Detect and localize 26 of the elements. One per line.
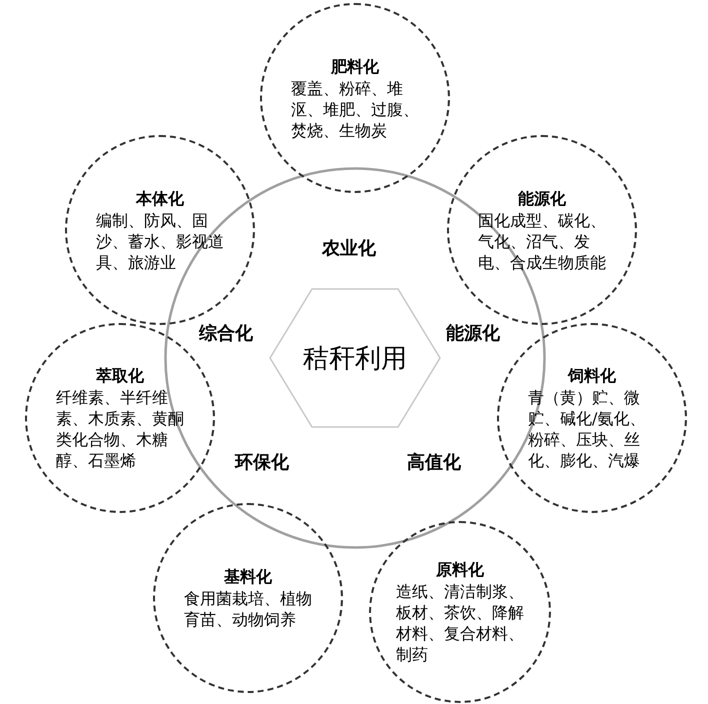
dashed-circle — [153, 503, 343, 693]
direction-label: 环保化 — [235, 451, 289, 474]
category-heading: 原料化 — [436, 559, 484, 581]
category-description: 固化成型、碳化、气化、沼气、发电、合成生物质能 — [478, 210, 606, 272]
category-heading: 能源化 — [518, 188, 566, 210]
category-heading: 基料化 — [224, 566, 272, 588]
dashed-circle — [260, 3, 450, 193]
category-description: 造纸、清洁制浆、板材、茶饮、降解材料、复合材料、制药 — [396, 581, 524, 665]
category-heading: 本体化 — [136, 188, 184, 210]
hexagon — [269, 288, 441, 428]
direction-label: 综合化 — [199, 322, 253, 345]
category-description: 覆盖、粉碎、堆沤、堆肥、过腹、焚烧、生物炭 — [291, 78, 419, 140]
direction-label: 农业化 — [322, 237, 376, 260]
category-heading: 萃取化 — [96, 365, 144, 387]
category-description: 食用菌栽培、植物育苗、动物饲养 — [184, 588, 312, 630]
dashed-circle — [447, 135, 637, 325]
direction-label: 高值化 — [407, 451, 461, 474]
dashed-circle — [65, 135, 255, 325]
category-description: 纤维素、半纤维素、木质素、黄酮类化合物、木糖醇、石墨烯 — [56, 387, 184, 471]
center-title: 秸秆利用 — [302, 343, 408, 376]
direction-label: 能源化 — [446, 322, 500, 345]
dashed-circle — [369, 521, 551, 703]
category-description: 青（黄）贮、微贮、碱化/氨化、粉碎、压块、丝化、膨化、汽爆 — [528, 387, 646, 471]
category-heading: 饲料化 — [568, 365, 616, 387]
category-heading: 肥料化 — [331, 56, 379, 78]
category-description: 编制、防风、固沙、蓄水、影视道具、旅游业 — [96, 210, 224, 272]
